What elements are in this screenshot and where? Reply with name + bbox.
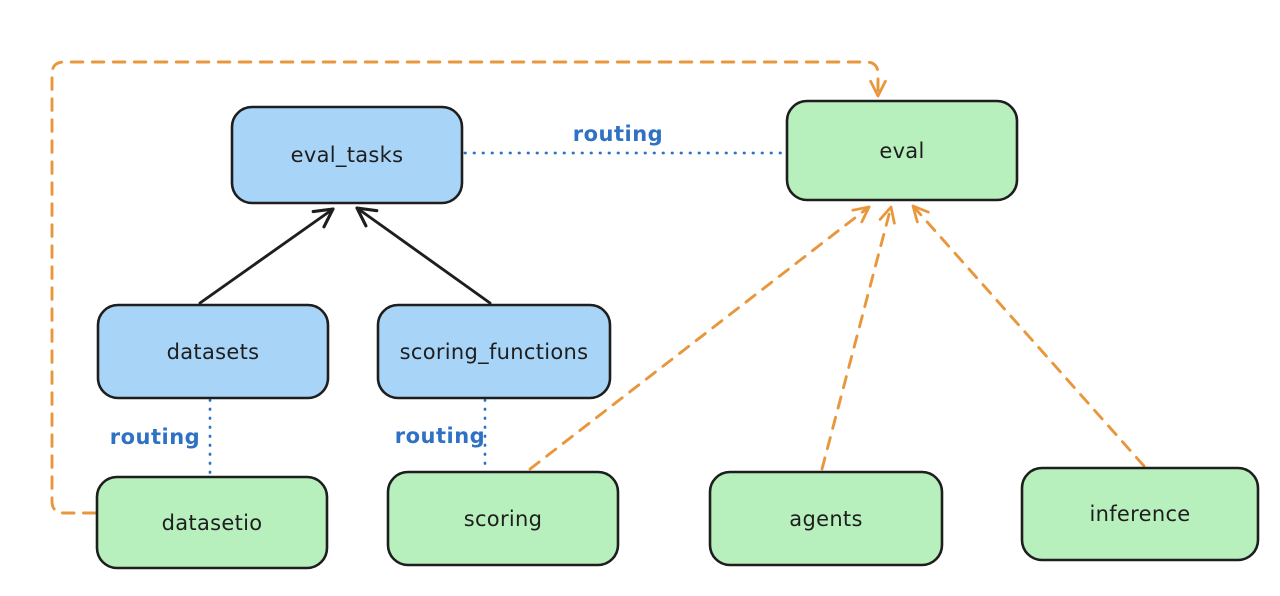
node-scoring-label: scoring — [464, 507, 543, 531]
node-eval-tasks-label: eval_tasks — [291, 143, 404, 168]
routing-label-datasets-datasetio: routing — [110, 425, 200, 449]
node-agents: agents — [708, 470, 944, 567]
edge-scoring-to-eval — [528, 205, 871, 471]
node-eval-label: eval — [879, 139, 924, 163]
edge-datasets-to-eval-tasks — [198, 207, 335, 305]
node-eval-box — [785, 99, 1019, 202]
edge-scoring-functions-to-eval-tasks — [355, 206, 492, 305]
node-datasetio-box — [95, 475, 329, 570]
edge-agents-to-eval — [820, 205, 896, 471]
edge-datasetio-to-eval — [50, 60, 887, 515]
routing-label-eval-tasks-eval: routing — [573, 122, 663, 146]
node-eval-tasks-box — [230, 105, 464, 205]
node-inference-label: inference — [1089, 502, 1190, 526]
node-datasetio-label: datasetio — [162, 511, 263, 535]
node-datasets: datasets — [96, 303, 330, 400]
node-inference: inference — [1020, 466, 1260, 562]
routing-label-scoring-functions-scoring: routing — [395, 424, 485, 448]
node-agents-box — [708, 470, 944, 567]
node-eval: eval — [785, 99, 1019, 202]
node-scoring: scoring — [386, 470, 620, 567]
node-agents-label: agents — [789, 507, 862, 531]
node-scoring-functions-label: scoring_functions — [400, 340, 589, 365]
node-datasetio: datasetio — [95, 475, 329, 570]
node-inference-box — [1020, 466, 1260, 562]
node-eval-tasks: eval_tasks — [230, 105, 464, 205]
node-scoring-functions-box — [376, 303, 612, 400]
node-datasets-box — [96, 303, 330, 400]
node-scoring-box — [386, 470, 620, 567]
node-scoring-functions: scoring_functions — [376, 303, 612, 400]
edge-inference-to-eval — [911, 204, 1146, 468]
node-datasets-label: datasets — [167, 340, 260, 364]
